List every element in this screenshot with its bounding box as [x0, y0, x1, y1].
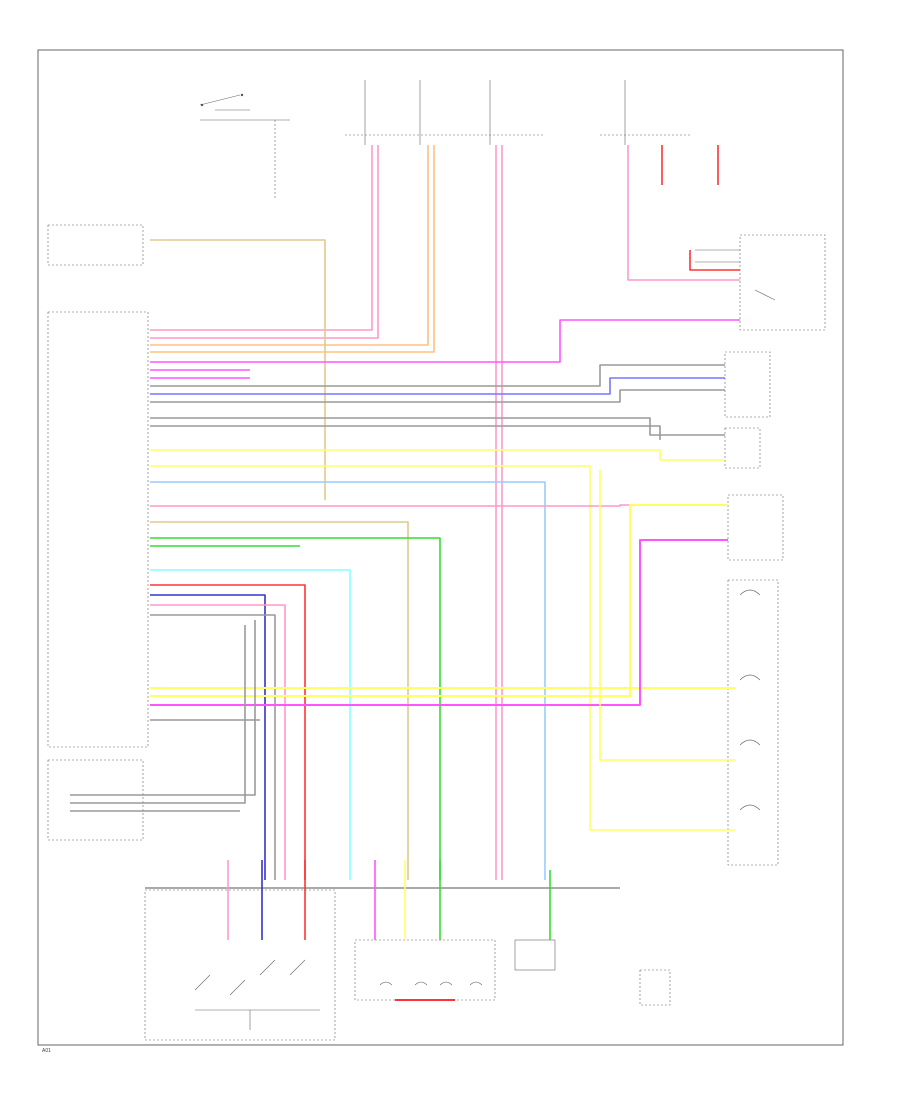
wire-gray-1 — [150, 364, 725, 387]
control-module-left — [47, 759, 144, 841]
ground-box — [639, 969, 671, 1006]
wire-cyan-1 — [150, 569, 351, 880]
wire-blue-1 — [150, 377, 725, 395]
wire-traces — [70, 145, 740, 1001]
wire-red-relay — [689, 250, 740, 271]
trans-range-switch — [727, 579, 779, 866]
relay-box — [739, 234, 826, 331]
ignition-switch — [199, 93, 290, 200]
wire-magenta-4 — [150, 539, 728, 706]
wire-gray-2 — [150, 389, 725, 403]
wire-tan-2 — [150, 521, 409, 880]
fuse-block-top — [345, 80, 690, 145]
wire-gray-4 — [150, 425, 661, 440]
wire-tan-cluster — [150, 239, 326, 500]
wire-yellow-2 — [150, 465, 735, 831]
instrument-cluster — [47, 224, 144, 266]
wire-pink-relay — [627, 145, 740, 281]
throttle-sensor — [724, 351, 771, 418]
wire-orange-2 — [150, 145, 435, 353]
solenoid-coils — [379, 981, 483, 986]
wire-yellow-4 — [150, 504, 728, 697]
wire-orange-1 — [150, 145, 429, 346]
wire-yellow-5 — [599, 470, 735, 761]
wire-pink-2 — [150, 145, 379, 339]
wire-gray-8 — [70, 625, 246, 804]
wire-blue-2 — [150, 481, 546, 880]
wire-yellow-1 — [150, 449, 725, 461]
pcm-connector — [47, 311, 149, 748]
speed-sensor — [514, 939, 556, 971]
wire-gray-7 — [70, 620, 256, 796]
wire-pink-6 — [150, 604, 286, 880]
wire-red-2 — [150, 584, 306, 880]
pressure-sensor — [727, 494, 784, 561]
brake-switch — [724, 427, 761, 469]
wire-darkblue-1 — [150, 594, 266, 880]
wire-pink-1 — [150, 145, 373, 331]
diagram-border — [37, 49, 844, 1046]
wire-gray-5 — [150, 614, 276, 880]
transmission-box — [144, 889, 336, 1041]
solenoid-block — [354, 939, 496, 1001]
wire-green-1 — [150, 537, 441, 880]
wire-magenta-1 — [150, 319, 740, 363]
footer-code: A01 — [42, 1048, 51, 1054]
range-switch-contacts — [739, 589, 761, 811]
pressure-switches — [194, 959, 320, 1030]
